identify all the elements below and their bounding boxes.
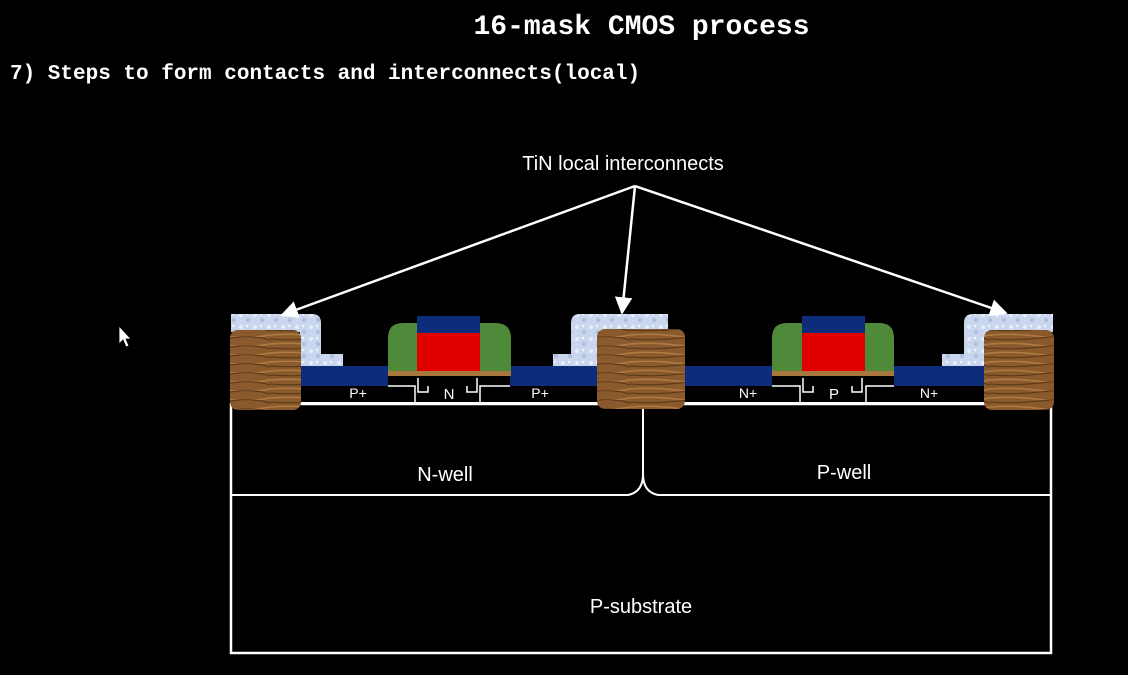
arrow-to-right-tin [634, 184, 1008, 317]
n-channel-label: N [444, 386, 455, 403]
p-well-region [642, 404, 1051, 496]
slide-title: 16-mask CMOS process [473, 12, 810, 43]
isolation-block-middle [597, 329, 685, 409]
nmos-gate-stack [772, 316, 894, 376]
pplus-right-label: P+ [531, 385, 549, 401]
pmos-gate-stack [388, 316, 511, 376]
arrow-to-middle-tin [614, 185, 637, 315]
n-well-label: N-well [417, 464, 473, 486]
nmos-source-contact [684, 366, 772, 386]
p-well-label: P-well [817, 462, 871, 484]
pplus-left-label: P+ [349, 385, 367, 401]
pmos-drain-contact [510, 366, 598, 386]
arrow-to-left-tin [280, 184, 636, 318]
pmos-source-contact [300, 366, 388, 386]
isolation-block-left [230, 330, 301, 410]
p-channel-label: P [829, 386, 839, 403]
slide-subtitle: 7) Steps to form contacts and interconne… [10, 63, 641, 86]
mouse-pointer-icon [118, 324, 132, 348]
nmos-drain-contact [894, 366, 986, 386]
tin-interconnect-left [231, 314, 343, 366]
tin-annotation-label: TiN local interconnects [522, 153, 724, 175]
nplus-left-label: N+ [739, 385, 757, 401]
tin-interconnect-right [942, 314, 1053, 366]
isolation-block-right [984, 330, 1054, 410]
p-substrate-label: P-substrate [590, 596, 692, 618]
tin-interconnect-middle [553, 314, 668, 366]
nplus-right-label: N+ [920, 385, 938, 401]
